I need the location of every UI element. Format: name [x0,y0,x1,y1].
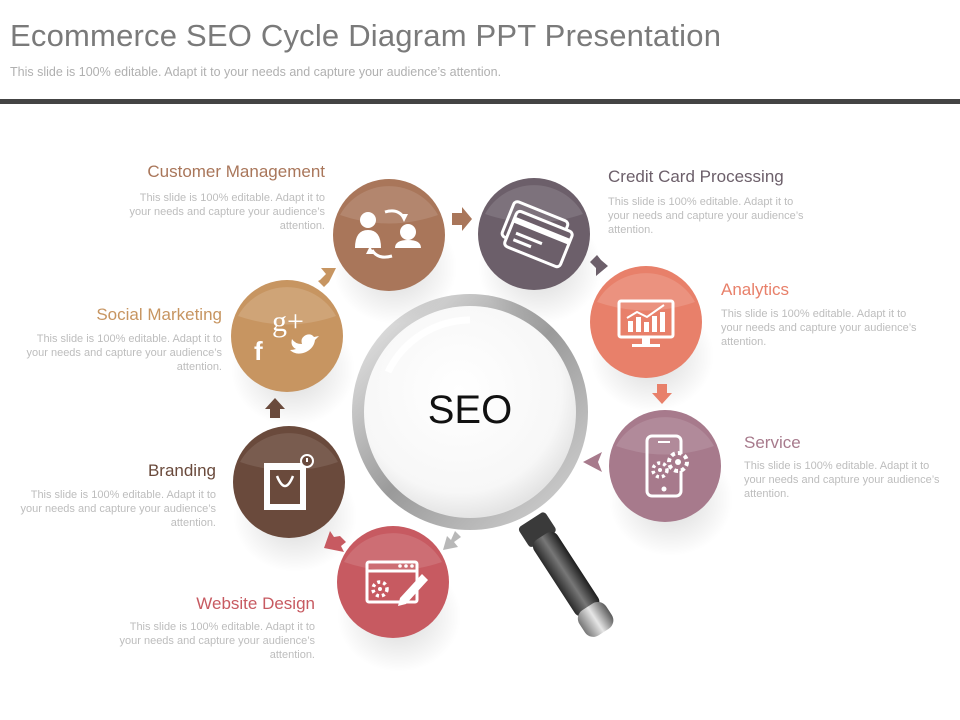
branding-desc: This slide is 100% editable. Adapt it to… [20,489,217,529]
google-plus-icon: g+ [272,305,304,338]
arrow-customer-to-credit [452,207,472,231]
twitter-icon [290,334,319,354]
customer-management-title: Customer Management [147,162,325,181]
web-design-icon [365,560,428,606]
magnifier-handle [518,512,614,637]
facebook-icon: f [254,336,263,366]
arrow-credit-to-analytics [590,255,608,276]
arrow-service-to-center [583,452,602,472]
node-analytics [590,266,714,412]
node-website-design [337,526,461,672]
node-customer-management [333,179,457,324]
magnifier-lens [352,294,588,530]
arrow-center-to-website [443,531,461,550]
slide-title: Ecommerce SEO Cycle Diagram PPT Presenta… [10,18,722,53]
center-seo-label: SEO [427,388,513,432]
website-design-desc: This slide is 100% editable. Adapt it to… [119,621,316,661]
arrow-branding-to-social [265,398,285,418]
website-design-title: Website Design [196,594,315,613]
credit-card-processing-desc: This slide is 100% editable. Adapt it to… [608,196,804,236]
arrow-analytics-to-service [652,384,672,404]
slide-subtitle: This slide is 100% editable. Adapt it to… [10,65,502,79]
analytics-title: Analytics [721,280,790,299]
analytics-monitor-icon [617,299,675,347]
customer-management-desc: This slide is 100% editable. Adapt it to… [129,192,326,232]
social-media-icon: g+ f [254,305,319,366]
social-marketing-desc: This slide is 100% editable. Adapt it to… [26,333,223,373]
header-divider [0,99,960,104]
social-marketing-title: Social Marketing [96,305,222,324]
credit-card-icon [500,200,574,269]
service-title: Service [744,433,801,452]
arrow-social-to-customer [318,268,336,287]
node-social-marketing [231,280,355,426]
shopping-bag-icon [264,454,314,510]
credit-card-processing-title: Credit Card Processing [608,167,784,186]
branding-title: Branding [147,461,216,480]
service-desc: This slide is 100% editable. Adapt it to… [744,460,940,500]
arrow-website-to-branding [324,531,346,552]
customer-management-icon [355,209,421,259]
node-service [609,410,733,556]
mobile-settings-icon [645,434,689,498]
analytics-desc: This slide is 100% editable. Adapt it to… [721,308,917,348]
